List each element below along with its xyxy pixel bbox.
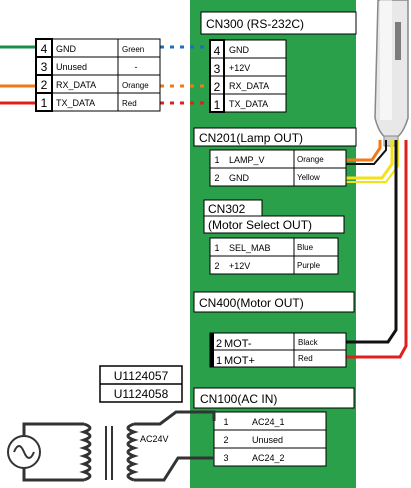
primary-coil-icon	[79, 422, 92, 482]
left-signal-4: GND	[56, 44, 77, 54]
cn302-signal-1: SEL_MAB	[229, 243, 271, 253]
cn201-color-2: Yellow	[297, 173, 320, 182]
cn100-signal-3: AC24_2	[252, 453, 285, 463]
cn302-connector: CN302 (Motor Select OUT) 1 SEL_MAB Blue …	[203, 199, 345, 275]
lamp-probe	[374, 0, 409, 147]
transformer-label: AC24V	[140, 434, 169, 444]
probe-label-mark	[395, 22, 401, 60]
cn100-signal-2: Unused	[252, 435, 283, 445]
left-signal-1: TX_DATA	[56, 98, 95, 108]
left-pin-1: 1	[41, 96, 48, 110]
cn302-color-1: Blue	[297, 243, 314, 252]
part-number-2: U1124058	[114, 387, 169, 401]
cn302-signal-2: +12V	[229, 261, 250, 271]
cn400-pin-2: 2	[216, 338, 222, 350]
cn201-pin-1: 1	[214, 155, 219, 165]
secondary-coil-icon	[126, 422, 139, 482]
cn302-pin-1: 1	[214, 243, 219, 253]
cn300-signal-4: GND	[229, 45, 250, 55]
cn302-title-line2: (Motor Select OUT)	[208, 218, 312, 232]
cn300-pin-3: 3	[214, 62, 221, 76]
cn400-connector: CN400(Motor OUT) 2 MOT- Black 1 MOT+ Red	[193, 291, 355, 368]
cn400-color-1: Red	[298, 354, 313, 363]
left-pin-4: 4	[41, 42, 48, 56]
cn300-pin-2: 2	[214, 80, 221, 94]
cn100-pin-3: 3	[223, 453, 228, 463]
cn300-signal-2: RX_DATA	[229, 81, 269, 91]
lamp-wires	[346, 140, 399, 183]
left-signal-2: RX_DATA	[56, 80, 96, 90]
cn201-signal-1: LAMP_V	[229, 155, 265, 165]
rs232-wires	[0, 45, 210, 105]
cn100-title: CN100(AC IN)	[200, 392, 277, 406]
cn300-title: CN300 (RS-232C)	[206, 17, 304, 31]
cn100-pin-1: 1	[223, 417, 228, 427]
cn201-pin-2: 2	[214, 173, 219, 183]
left-signal-3: Unused	[56, 62, 87, 72]
left-color-3: -	[135, 62, 138, 72]
cn100-pin-2: 2	[223, 435, 228, 445]
cn201-connector: CN201(Lamp OUT) 1 LAMP_V Orange 2 GND Ye…	[193, 127, 357, 187]
left-pin-2: 2	[41, 78, 48, 92]
left-color-2: Orange	[122, 81, 149, 90]
cn300-pin-1: 1	[214, 98, 221, 112]
cn300-connector: CN300 (RS-232C) 4 GND 3 +12V 2 RX_DATA 1…	[200, 11, 357, 113]
cn400-color-2: Black	[298, 338, 319, 347]
left-color-4: Green	[122, 45, 144, 54]
cn400-signal-1: MOT+	[224, 355, 255, 367]
cn400-signal-2: MOT-	[224, 338, 252, 350]
cn201-color-1: Orange	[297, 155, 324, 164]
part-number-labels: U1124057 U1124058	[99, 365, 183, 403]
cn400-pin-1: 1	[216, 355, 222, 367]
cn100-connector: CN100(AC IN) 1 AC24_1 2 Unused 3 AC24_2	[193, 387, 355, 467]
left-pin-3: 3	[41, 60, 48, 74]
cn300-signal-3: +12V	[229, 63, 250, 73]
left-color-1: Red	[122, 99, 137, 108]
cn302-pin-2: 2	[214, 261, 219, 271]
cn100-signal-1: AC24_1	[252, 417, 285, 427]
cn300-signal-1: TX_DATA	[229, 99, 268, 109]
cn201-signal-2: GND	[229, 173, 250, 183]
motor-wires	[346, 140, 408, 359]
cn302-color-2: Purple	[297, 261, 321, 270]
cn201-title: CN201(Lamp OUT)	[199, 131, 303, 145]
cn300-pin-4: 4	[214, 44, 221, 58]
cn400-title: CN400(Motor OUT)	[199, 296, 304, 310]
left-connector-table: 4 GND Green 3 Unused - 2 RX_DATA Orange …	[35, 38, 161, 112]
part-number-1: U1124057	[114, 369, 169, 383]
cn302-title-line1: CN302	[208, 202, 246, 216]
ac-transformer-circuit: AC24V	[7, 410, 216, 482]
